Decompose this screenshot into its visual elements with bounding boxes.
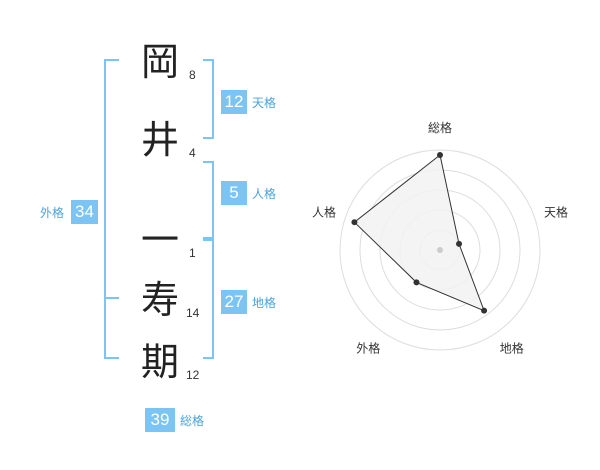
radar-point-5 (351, 219, 358, 226)
gaikaku-bracket (104, 59, 119, 359)
jinkaku-label: 人格 (252, 187, 277, 201)
name-char-2: 井 (140, 118, 179, 162)
stroke-count-3: 1 (189, 246, 196, 260)
tenkaku-label: 天格 (252, 96, 277, 110)
radar-axis-label-4: 外格 (356, 341, 380, 356)
name-char-5: 期 (140, 340, 179, 384)
radar-point-3 (481, 307, 488, 314)
radar-axis-label-1: 総格 (428, 120, 452, 135)
jinkaku-value-badge: 5 (221, 181, 247, 205)
radar-polygon (353, 154, 485, 312)
radar-ring-5 (339, 149, 541, 351)
jinkaku-bracket (203, 161, 214, 239)
tenkaku-bracket (203, 59, 214, 139)
gaikaku-value-badge: 34 (71, 200, 98, 224)
soukaku-label: 総格 (180, 414, 205, 428)
name-char-4: 寿 (140, 278, 179, 322)
radar-point-2 (456, 240, 463, 247)
radar-center-dot (437, 247, 443, 253)
soukaku-value-badge: 39 (145, 408, 175, 432)
gaikaku-label: 外格 (40, 206, 65, 220)
stroke-count-5: 12 (186, 368, 200, 382)
stroke-count-4: 14 (186, 306, 200, 320)
stroke-count-2: 4 (189, 146, 196, 160)
chikaku-label: 地格 (252, 296, 277, 310)
name-char-1: 岡 (140, 40, 179, 84)
chikaku-value-badge: 27 (221, 290, 247, 314)
radar-point-1 (437, 152, 443, 158)
radar-axis-label-5: 人格 (312, 204, 336, 219)
name-char-3: 一 (140, 218, 179, 262)
stroke-count-1: 8 (189, 68, 196, 82)
radar-point-4 (413, 279, 420, 286)
tenkaku-value-badge: 12 (221, 90, 247, 114)
radar-axis-label-3: 地格 (500, 341, 524, 356)
radar-axis-label-2: 天格 (544, 204, 568, 219)
chikaku-bracket (203, 239, 214, 359)
